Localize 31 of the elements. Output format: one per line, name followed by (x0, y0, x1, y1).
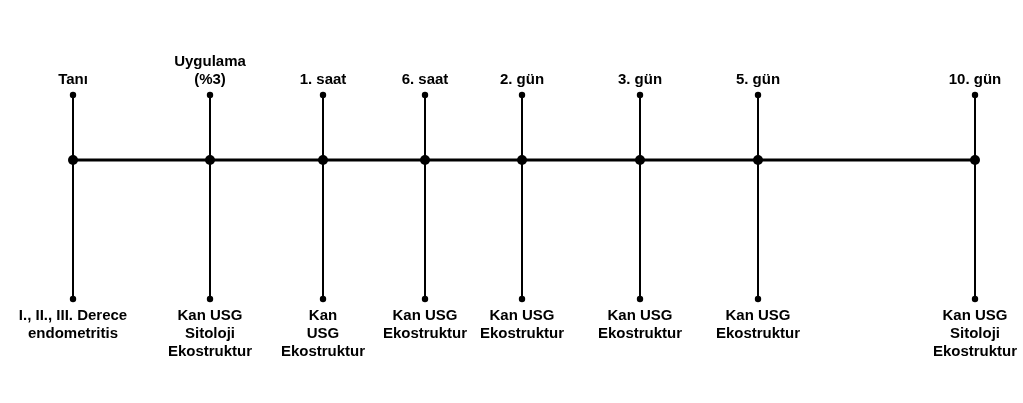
time-label: Uygulama (%3) (168, 52, 252, 88)
time-label: Tanı (18, 70, 128, 88)
measurement-label: Ekostruktur (596, 324, 684, 342)
timeline-tick (319, 91, 327, 303)
measurement-label: Kan USG (391, 306, 459, 324)
timeline-tick (636, 91, 644, 303)
time-label: 5. gün (703, 70, 813, 88)
measurement-label: Ekostruktur (714, 324, 802, 342)
measurement-label: Kan (307, 306, 339, 324)
measurement-label: USG (305, 324, 341, 342)
measurement-label: Ekostruktur (931, 342, 1019, 360)
measurement-label: Ekostruktur (279, 342, 367, 360)
measurement-label: Kan USG (176, 306, 244, 324)
timeline-tick (69, 91, 77, 303)
timeline-tick (518, 91, 526, 303)
measurement-label: Ekostruktur (166, 342, 254, 360)
timeline-tick (421, 91, 429, 303)
timeline-tick (971, 91, 979, 303)
timeline-tick (206, 91, 214, 303)
measurement-label: Kan USG (606, 306, 674, 324)
measurement-label: I., II., III. Derece endometritis (3, 306, 143, 342)
measurement-label: Kan USG (488, 306, 556, 324)
measurement-label: Ekostruktur (381, 324, 469, 342)
timeline-tick (754, 91, 762, 303)
measurement-label: Kan USG (941, 306, 1009, 324)
measurement-label: Sitoloji (184, 324, 236, 342)
time-label: 3. gün (585, 70, 695, 88)
measurement-label: Sitoloji (949, 324, 1001, 342)
measurement-label: Ekostruktur (478, 324, 566, 342)
time-label: 10. gün (920, 70, 1023, 88)
measurement-label: Kan USG (724, 306, 792, 324)
